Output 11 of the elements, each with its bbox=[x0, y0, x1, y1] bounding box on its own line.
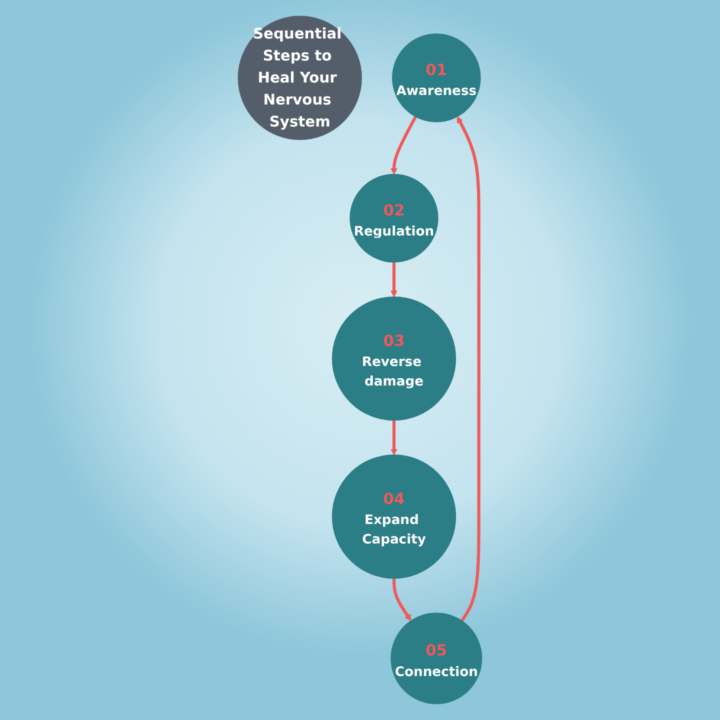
node-circle: 03 Reverse damage bbox=[332, 296, 456, 421]
node-circle: Sequential Steps to Heal Your Nervous System bbox=[238, 16, 362, 140]
arrow bbox=[390, 116, 417, 175]
arrow bbox=[390, 420, 398, 456]
arrow bbox=[392, 578, 412, 622]
node-circle: 01 Awareness bbox=[392, 34, 481, 122]
node-circle: 04 Expand Capacity bbox=[332, 454, 456, 579]
node-circle: 05 Connection bbox=[390, 612, 482, 704]
arrow bbox=[456, 116, 480, 622]
arrow bbox=[390, 262, 398, 298]
node-circle: 02 Regulation bbox=[350, 174, 438, 263]
